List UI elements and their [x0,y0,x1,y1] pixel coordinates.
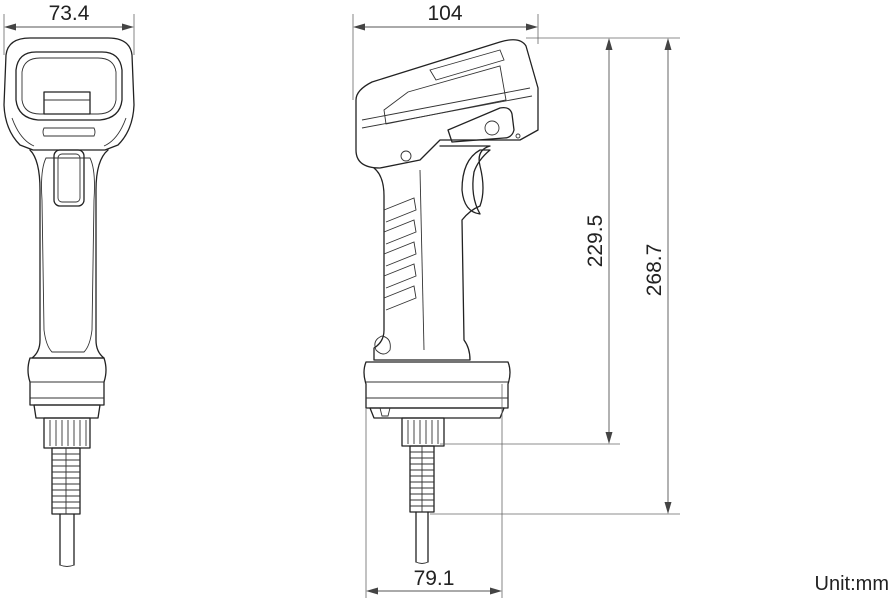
dimension-front-width-label: 73.4 [49,2,90,25]
dimension-side-width-label: 104 [427,2,462,25]
dimension-body-height-label: 229.5 [584,215,607,268]
side-view [355,39,539,564]
side-handle [373,145,491,361]
dimension-total-height-label: 268.7 [643,244,666,297]
dimension-base-width: 79.1 [365,384,503,598]
front-scan-window [43,91,91,115]
side-button [447,106,515,143]
side-cable [415,511,429,563]
unit-label: Unit:mm [815,573,889,595]
side-grip [383,169,425,351]
side-base [363,361,511,409]
dimension-side-width: 104 [352,2,539,100]
side-button-icon [484,120,500,136]
side-head-outline [355,39,539,169]
dimension-total-height: 268.7 [643,38,672,514]
dimension-base-width-label: 79.1 [414,567,455,590]
dimension-front-width: 73.4 [3,2,135,55]
front-window [15,51,123,121]
front-cable [59,513,75,566]
front-trigger [53,149,85,207]
side-trigger [461,149,491,215]
front-head-outline [3,37,135,151]
front-base [27,357,107,406]
front-view [3,37,135,567]
dimension-body-height: 229.5 [584,38,613,444]
front-cable-connector [43,417,91,449]
